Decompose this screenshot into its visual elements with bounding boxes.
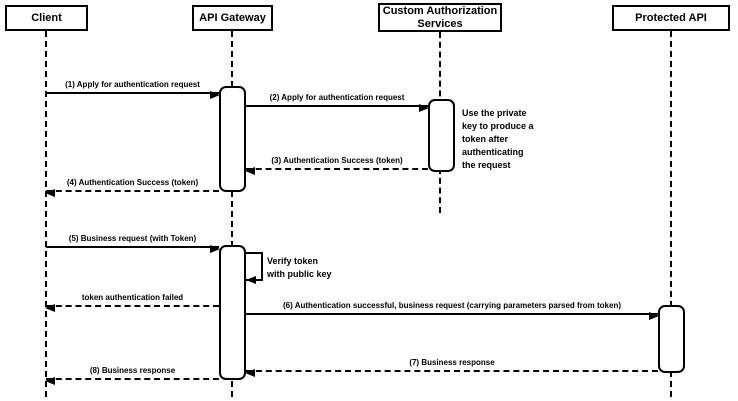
lifeline-api-gateway — [231, 31, 233, 397]
message-3-auth-success: (3) Authentication Success (token) — [245, 155, 428, 175]
lifeline-client — [45, 31, 47, 397]
arrowhead-left-icon — [246, 276, 256, 284]
activation-custom-authorization-services — [428, 99, 455, 172]
actor-api-gateway: API Gateway — [192, 5, 273, 31]
lifeline-protected-api — [670, 31, 672, 397]
message-1-label: (1) Apply for authentication request — [65, 80, 200, 89]
activation-api-gateway-auth — [219, 86, 246, 192]
message-token-auth-failed-label: token authentication failed — [81, 293, 184, 302]
message-5-line — [46, 245, 220, 253]
message-1-line — [46, 91, 220, 99]
actor-protected-api-label: Protected API — [635, 11, 707, 24]
message-5-label: (5) Business request (with Token) — [68, 234, 197, 243]
arrowhead-right-icon — [210, 245, 220, 253]
message-6-line — [246, 312, 659, 320]
arrowhead-right-icon — [210, 91, 220, 99]
arrowhead-left-icon — [245, 369, 255, 377]
arrowhead-left-icon — [245, 167, 255, 175]
arrowhead-left-icon — [45, 377, 55, 385]
message-8-business-response-client: (8) Business response — [45, 365, 219, 385]
arrowhead-left-icon — [45, 304, 55, 312]
message-4-label: (4) Authentication Success (token) — [66, 178, 199, 187]
activation-protected-api — [658, 305, 685, 373]
actor-protected-api: Protected API — [612, 5, 730, 31]
message-2-label: (2) Apply for authentication request — [269, 93, 405, 102]
actor-client: Client — [5, 5, 88, 31]
message-4-auth-success-client: (4) Authentication Success (token) — [45, 177, 219, 197]
self-message-label: Verify token with public key — [267, 256, 332, 279]
message-5-business-request: (5) Business request (with Token) — [46, 233, 220, 253]
actor-custom-authorization-services-label: Custom Authorization Services — [382, 4, 498, 30]
arrowhead-right-icon — [419, 104, 429, 112]
message-token-auth-failed: token authentication failed — [45, 292, 219, 312]
message-1-apply-auth: (1) Apply for authentication request — [46, 79, 220, 99]
message-6-label: (6) Authentication successful, business … — [282, 301, 622, 310]
arrowhead-left-icon — [45, 189, 55, 197]
message-token-auth-failed-line — [45, 304, 219, 312]
activation-api-gateway-business — [219, 245, 246, 380]
message-8-line — [45, 377, 219, 385]
message-7-line — [245, 369, 658, 377]
message-2-apply-auth-forward: (2) Apply for authentication request — [246, 92, 429, 112]
message-6-auth-successful-business-request: (6) Authentication successful, business … — [246, 300, 659, 320]
actor-api-gateway-label: API Gateway — [199, 11, 266, 24]
message-7-label: (7) Business response — [409, 358, 495, 367]
note-private-key: Use the private key to produce a token a… — [462, 108, 534, 170]
message-7-business-response: (7) Business response — [245, 357, 658, 377]
message-2-line — [246, 104, 429, 112]
message-8-label: (8) Business response — [89, 366, 176, 375]
arrowhead-right-icon — [649, 312, 659, 320]
actor-custom-authorization-services: Custom Authorization Services — [378, 3, 502, 32]
actor-client-label: Client — [31, 11, 62, 24]
message-3-label: (3) Authentication Success (token) — [271, 156, 403, 165]
message-4-line — [45, 189, 219, 197]
message-3-line — [245, 167, 428, 175]
